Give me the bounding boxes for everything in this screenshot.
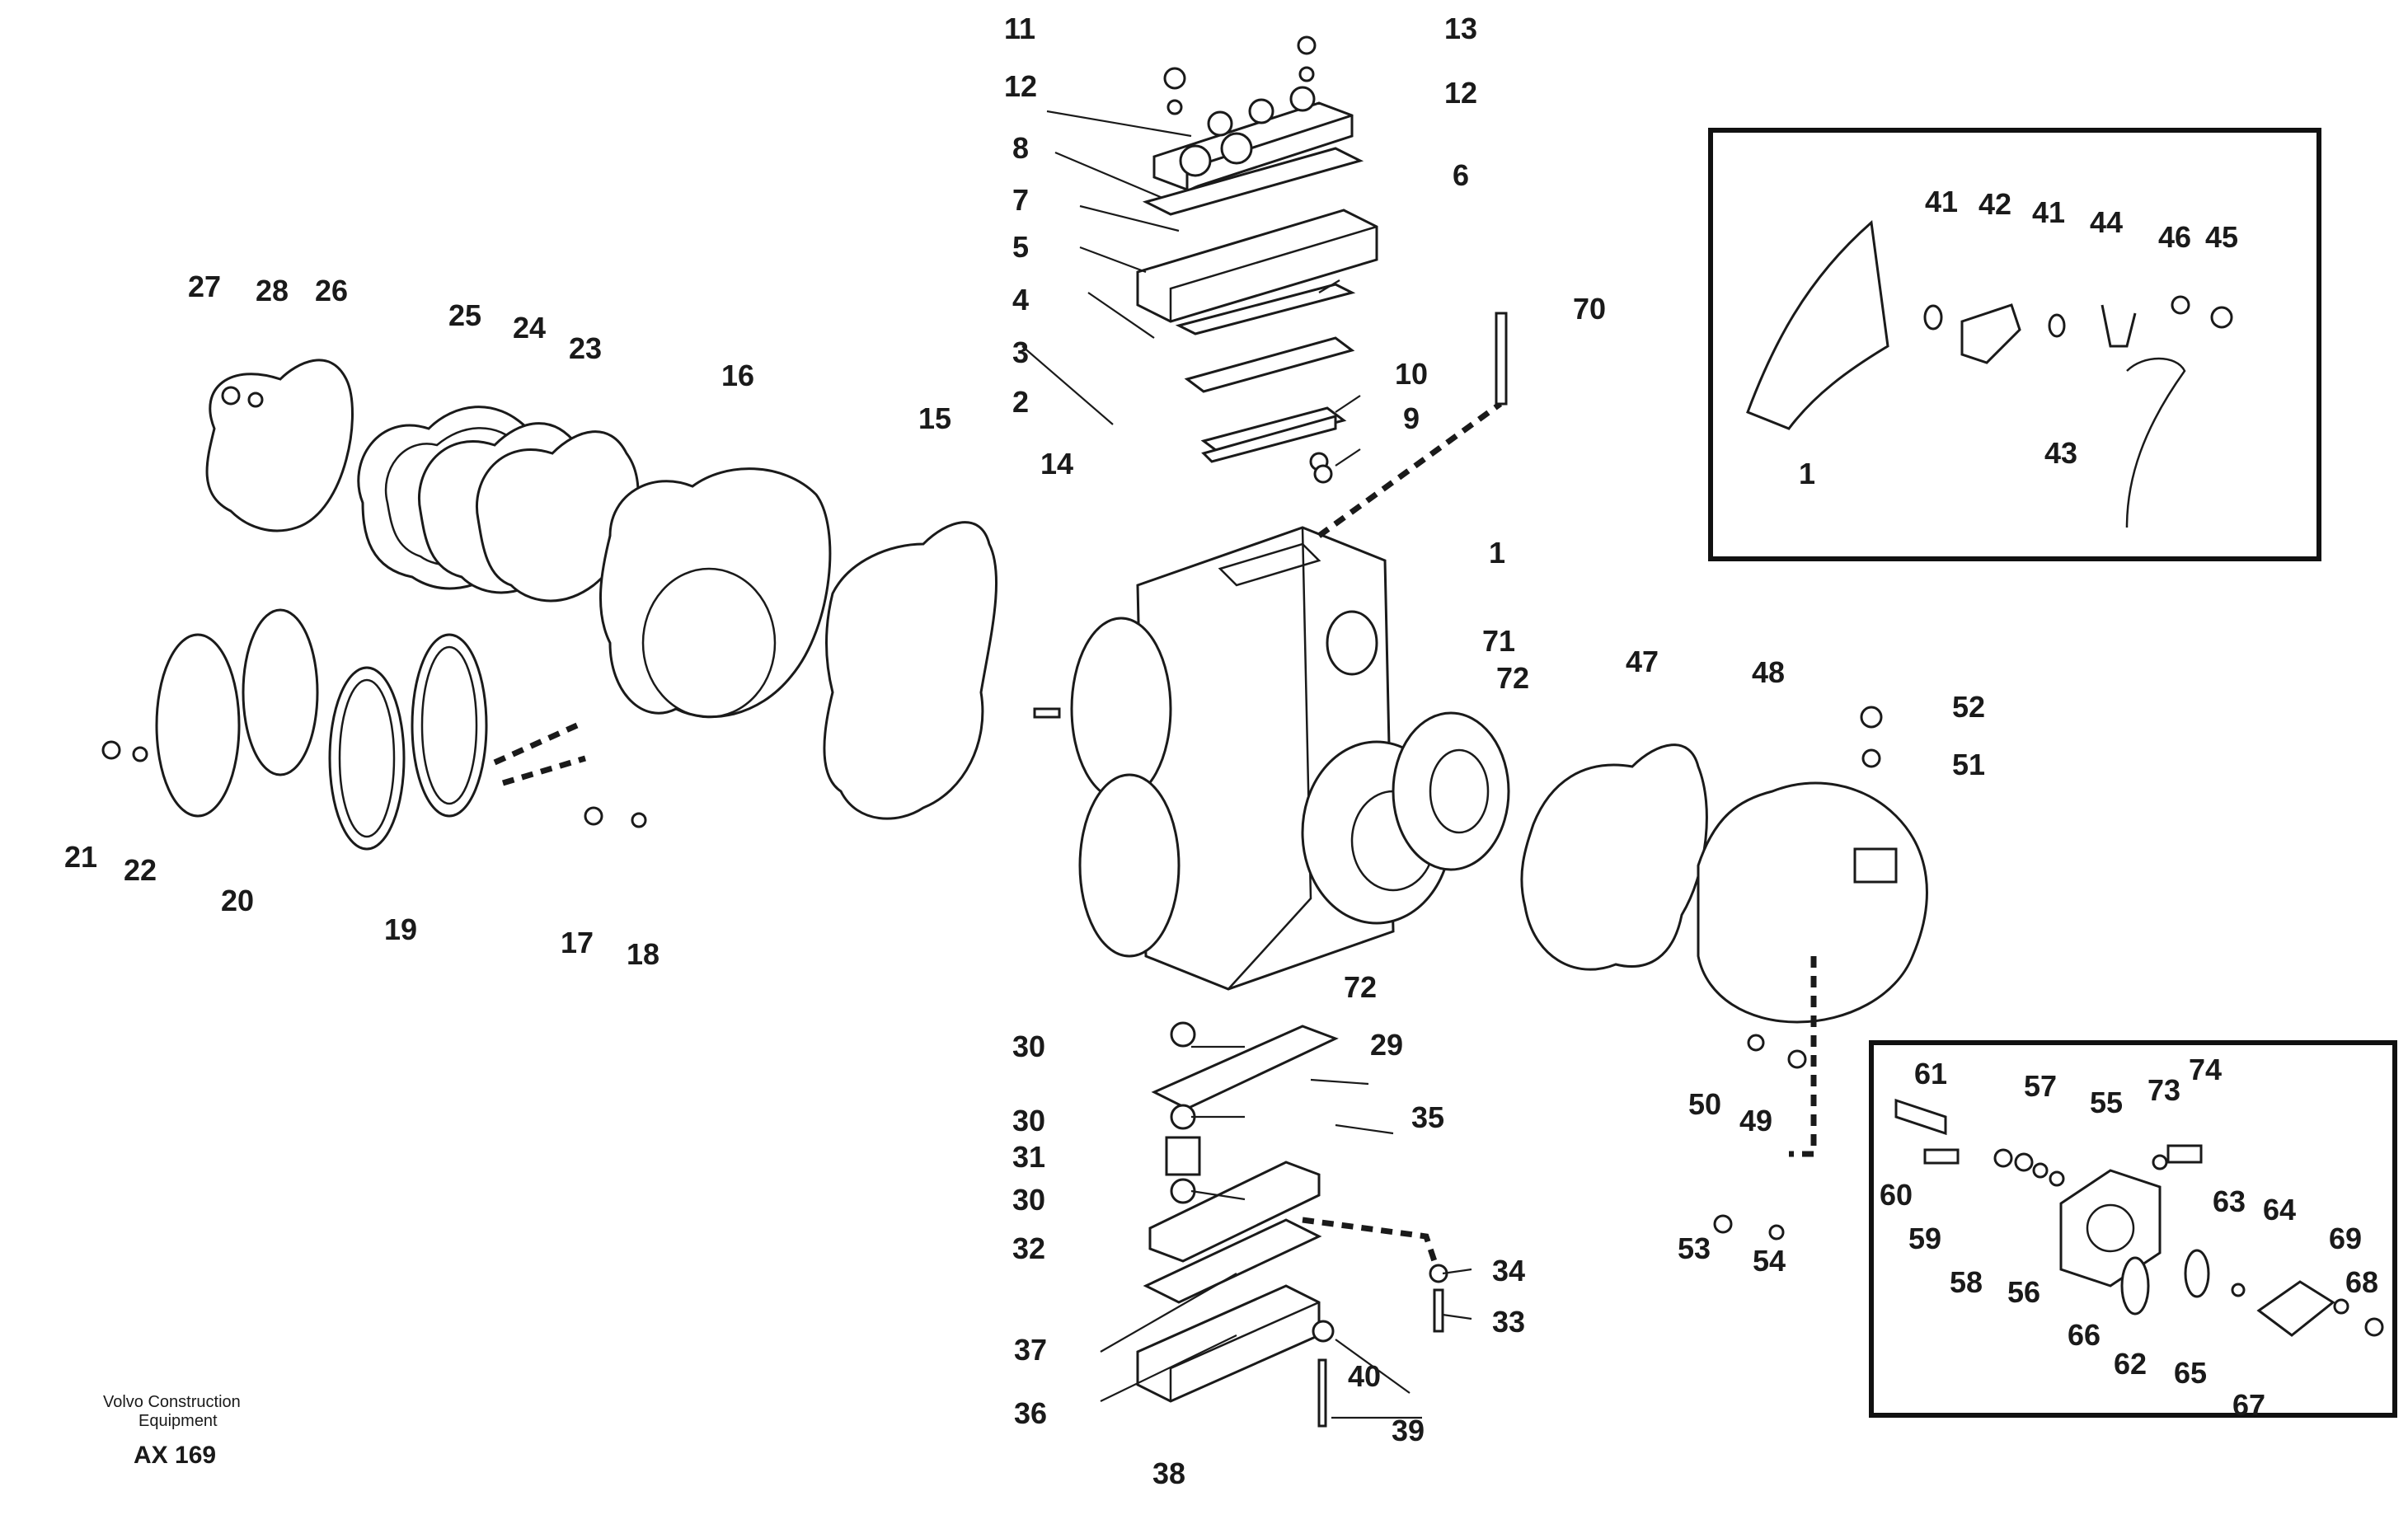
callout-label: 57 — [2024, 1069, 2057, 1103]
callout-labels: 11 13 12 12 8 6 7 5 4 3 10 2 9 70 27 28 … — [64, 12, 2378, 1490]
shift-lever-parts — [1746, 220, 2233, 528]
callout-label: 42 — [1979, 187, 2011, 221]
callout-label: 72 — [1344, 970, 1377, 1004]
callout-label: 30 — [1012, 1104, 1045, 1137]
callout-label: 61 — [1914, 1057, 1947, 1090]
callout-label: 11 — [1004, 12, 1035, 45]
callout-label: 12 — [1444, 76, 1477, 110]
callout-label: 69 — [2329, 1222, 2362, 1255]
callout-label: 4 — [1012, 283, 1029, 317]
callout-label: 55 — [2090, 1086, 2123, 1119]
callout-label: 49 — [1739, 1104, 1772, 1137]
callout-label: 64 — [2263, 1193, 2296, 1226]
left-cover-group — [101, 359, 1061, 851]
callout-label: 31 — [1012, 1140, 1045, 1174]
callout-label: 14 — [1040, 447, 1073, 481]
callout-label: 21 — [64, 840, 97, 874]
callout-label: 39 — [1392, 1414, 1425, 1447]
callout-label: 16 — [721, 359, 754, 392]
callout-label: 65 — [2174, 1356, 2207, 1390]
gearbox-housing — [1070, 312, 1510, 991]
callout-label: 12 — [1004, 69, 1037, 103]
callout-label: 10 — [1395, 357, 1428, 391]
callout-label: 45 — [2205, 220, 2238, 254]
callout-label: 62 — [2114, 1347, 2147, 1381]
callout-label: 8 — [1012, 131, 1029, 165]
callout-label: 26 — [315, 274, 348, 307]
callout-label: 51 — [1952, 748, 1985, 781]
callout-label: 36 — [1014, 1396, 1047, 1430]
callout-label: 3 — [1012, 335, 1029, 369]
callout-label: 1 — [1489, 536, 1505, 570]
callout-label: 19 — [384, 912, 417, 946]
callout-label: 66 — [2068, 1318, 2101, 1352]
callout-label: 46 — [2158, 220, 2191, 254]
callout-label: 24 — [513, 311, 546, 345]
callout-label: 1 — [1799, 457, 1815, 490]
right-cover-group — [1520, 706, 1928, 1241]
callout-label: 35 — [1411, 1100, 1444, 1134]
drawing-code: AX 169 — [134, 1442, 216, 1469]
callout-label: 38 — [1152, 1456, 1185, 1490]
callout-label: 67 — [2232, 1388, 2265, 1422]
callout-label: 41 — [2032, 195, 2065, 229]
callout-label: 74 — [2189, 1053, 2222, 1086]
callout-label: 40 — [1348, 1359, 1381, 1393]
callout-label: 32 — [1012, 1231, 1045, 1265]
leader-lines — [1021, 110, 1472, 1419]
callout-label: 73 — [2147, 1073, 2180, 1107]
callout-label: 70 — [1573, 292, 1606, 326]
callout-label: 22 — [124, 853, 157, 887]
callout-label: 47 — [1626, 645, 1659, 678]
brand-line-1: Volvo Construction — [103, 1393, 241, 1411]
callout-label: 7 — [1012, 183, 1029, 217]
callout-label: 29 — [1370, 1028, 1403, 1062]
callout-label: 48 — [1752, 655, 1785, 689]
callout-label: 53 — [1678, 1231, 1711, 1265]
callout-label: 15 — [918, 401, 951, 435]
callout-label: 44 — [2090, 205, 2123, 239]
callout-label: 6 — [1453, 158, 1469, 192]
callout-label: 30 — [1012, 1029, 1045, 1063]
valve-stack — [1136, 35, 1378, 484]
callout-label: 5 — [1012, 230, 1029, 264]
callout-label: 18 — [627, 937, 660, 971]
valve-housing-parts — [1894, 1098, 2384, 1337]
callout-label: 63 — [2213, 1184, 2246, 1218]
callout-label: 41 — [1925, 185, 1958, 218]
callout-label: 28 — [256, 274, 289, 307]
callout-label: 30 — [1012, 1183, 1045, 1217]
callout-label: 43 — [2044, 436, 2077, 470]
callout-label: 50 — [1688, 1087, 1721, 1121]
callout-label: 25 — [448, 298, 481, 332]
callout-label: 33 — [1492, 1305, 1525, 1339]
callout-label: 13 — [1444, 12, 1477, 45]
callout-label: 2 — [1012, 385, 1029, 419]
callout-label: 56 — [2007, 1275, 2040, 1309]
callout-label: 54 — [1753, 1244, 1786, 1278]
callout-label: 59 — [1908, 1222, 1941, 1255]
callout-label: 60 — [1880, 1178, 1913, 1212]
callout-label: 72 — [1496, 661, 1529, 695]
callout-label: 34 — [1492, 1254, 1525, 1287]
filter-pan-group — [1136, 1021, 1448, 1428]
brand-line-2: Equipment — [138, 1412, 218, 1430]
callout-label: 52 — [1952, 690, 1985, 724]
callout-label: 71 — [1482, 624, 1515, 658]
callout-label: 9 — [1403, 401, 1420, 435]
callout-label: 68 — [2345, 1265, 2378, 1299]
inset-frame-shift-lever — [1708, 128, 2321, 561]
callout-label: 20 — [221, 884, 254, 917]
callout-label: 17 — [561, 926, 594, 959]
callout-label: 37 — [1014, 1333, 1047, 1367]
callout-label: 23 — [569, 331, 602, 365]
callout-label: 27 — [188, 270, 221, 303]
callout-label: 58 — [1950, 1265, 1983, 1299]
inset-frame-valve-housing — [1869, 1040, 2397, 1418]
